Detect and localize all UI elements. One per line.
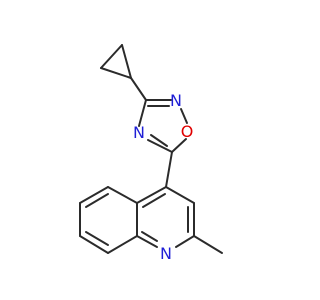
bond-b-c7-c8-double [85, 231, 109, 246]
bond-cyclopropyl-1 [100, 67, 132, 79]
bond-q-c4a-c4 [136, 186, 167, 204]
bond-b-c4a-c5 [107, 186, 138, 204]
structure-canvas: N O N N [79, 44, 223, 263]
bond-cyclopropyl-2 [121, 44, 132, 79]
molecule-structure: N O N N [79, 44, 223, 263]
bond-q-n1-c8a-double [141, 231, 158, 242]
atom-o-oxadiazole-1: O [181, 122, 194, 141]
atom-n-oxadiazole-2: N [170, 91, 182, 110]
bond-oxadiazole-quinoline [165, 151, 173, 188]
bond-q-n1-c8a [136, 235, 158, 248]
bond-b-c7-c8 [79, 235, 109, 254]
bond-q-c4-c3 [165, 186, 195, 204]
bond-methyl [193, 235, 223, 254]
atom-n-quinoline: N [160, 244, 172, 263]
bond-n2-o1 [180, 108, 188, 124]
atom-n-oxadiazole-4: N [133, 123, 145, 142]
bond-b-c8-c8a [107, 235, 138, 254]
bond-c5-n4-double [150, 134, 168, 147]
bond-b-c5-c6-double [85, 193, 109, 208]
bond-cyclopropyl-3 [100, 44, 123, 69]
bond-c5-n4 [147, 139, 173, 153]
bond-n4-c3 [138, 99, 147, 127]
bond-q-c2-n1 [175, 235, 195, 248]
bond-b-c5-c6 [79, 186, 109, 204]
bond-o1-c5 [171, 138, 187, 153]
bond-cyclopropyl-oxadiazole [130, 77, 147, 101]
bond-q-c4a-c4-double [142, 193, 166, 208]
